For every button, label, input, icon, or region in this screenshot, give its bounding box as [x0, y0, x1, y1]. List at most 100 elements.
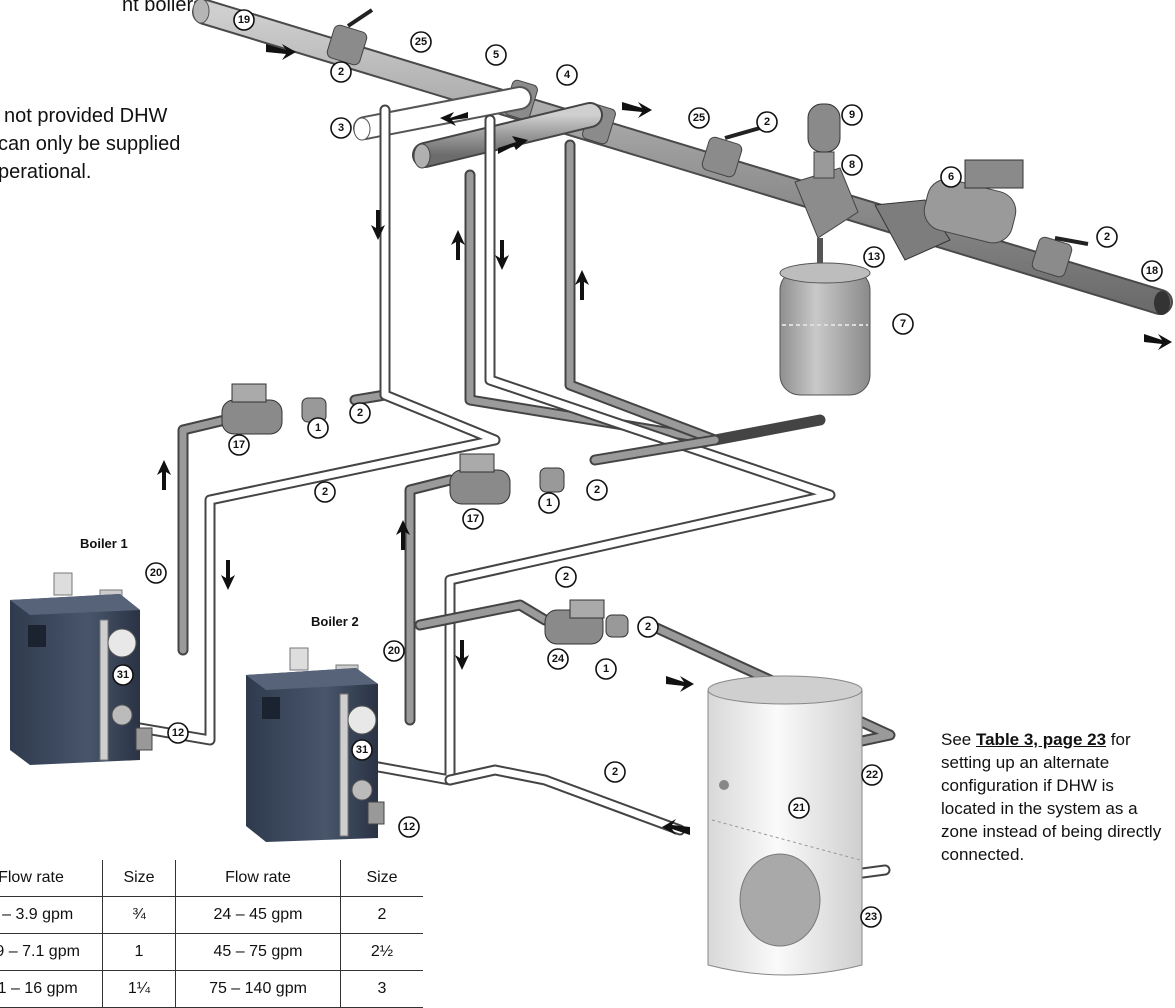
callout: 24 [547, 648, 569, 670]
svg-text:2: 2 [594, 484, 600, 496]
callout: 2 [1096, 226, 1118, 248]
svg-text:20: 20 [388, 645, 400, 657]
callout: 1 [538, 492, 560, 514]
callout: 31 [351, 739, 373, 761]
callout: 2 [604, 761, 626, 783]
table-3-link[interactable]: Table 3, page 23 [975, 730, 1107, 749]
callout: 13 [863, 246, 885, 268]
table-cell: 1¼ [102, 970, 176, 1008]
dhw-tank [707, 675, 863, 976]
intro-line-4: perational. [0, 161, 92, 183]
callout: 20 [145, 562, 167, 584]
svg-text:1: 1 [603, 663, 609, 675]
table-cell: ¾ [102, 896, 176, 934]
main-system-pipe [192, 0, 1173, 315]
svg-text:7: 7 [900, 318, 906, 330]
svg-text:8: 8 [849, 159, 855, 171]
callout: 25 [410, 31, 432, 53]
callout: 6 [940, 166, 962, 188]
callout: 5 [485, 44, 507, 66]
callout: 2 [637, 616, 659, 638]
callout: 12 [167, 722, 189, 744]
svg-text:13: 13 [868, 251, 880, 263]
svg-text:12: 12 [172, 727, 184, 739]
callout: 21 [788, 797, 810, 819]
svg-text:31: 31 [117, 669, 129, 681]
svg-text:12: 12 [403, 821, 415, 833]
svg-text:2: 2 [764, 116, 770, 128]
callout: 2 [314, 481, 336, 503]
table-cell: 2½ [340, 933, 423, 971]
svg-text:4: 4 [564, 69, 571, 81]
manifolds [353, 86, 603, 169]
svg-text:22: 22 [866, 769, 878, 781]
callouts: 19 25 2 5 4 3 25 2 9 8 6 2 18 13 7 17 1 … [112, 9, 1163, 928]
svg-text:24: 24 [552, 653, 565, 665]
callout: 19 [233, 9, 255, 31]
table-header: Size [340, 860, 423, 897]
svg-text:2: 2 [357, 407, 363, 419]
callout: 1 [307, 417, 329, 439]
table-cell: 1 – 3.9 gpm [0, 896, 103, 934]
svg-text:17: 17 [233, 439, 245, 451]
table-row: 7.1 – 16 gpm 1¼ 75 – 140 gpm 3 [0, 970, 423, 1008]
svg-text:2: 2 [1104, 231, 1110, 243]
boiler-1 [10, 572, 140, 765]
callout: 22 [861, 764, 883, 786]
callout: 31 [112, 664, 134, 686]
callout: 20 [383, 640, 405, 662]
boiler-2-label: Boiler 2 [311, 614, 359, 629]
table-row: 3.9 – 7.1 gpm 1 45 – 75 gpm 2½ [0, 933, 423, 971]
callout: 18 [1141, 260, 1163, 282]
table-cell: 45 – 75 gpm [175, 933, 341, 971]
piping-diagram: Boiler 1 Boiler 2 19 25 2 5 4 3 25 2 9 8… [10, 0, 1173, 976]
svg-text:2: 2 [338, 66, 344, 78]
table-cell: 1 [102, 933, 176, 971]
table-cell: 3.9 – 7.1 gpm [0, 933, 103, 971]
intro-line-1: nt boilers. [122, 0, 209, 16]
side-note: See Table 3, page 23 for setting up an a… [941, 728, 1173, 866]
callout: 2 [586, 479, 608, 501]
svg-text:25: 25 [415, 36, 427, 48]
side-note-suffix: for setting up an alternate configuratio… [941, 730, 1162, 864]
svg-text:18: 18 [1146, 265, 1158, 277]
table-row: 1 – 3.9 gpm ¾ 24 – 45 gpm 2 [0, 896, 423, 934]
callout: 8 [841, 154, 863, 176]
callout: 23 [860, 906, 882, 928]
table-cell: 24 – 45 gpm [175, 896, 341, 934]
callout: 25 [688, 107, 710, 129]
callout: 4 [556, 64, 578, 86]
table-cell: 75 – 140 gpm [175, 970, 341, 1008]
expansion-tank [779, 262, 871, 396]
table-cell: 3 [340, 970, 423, 1008]
circulators [221, 383, 629, 645]
table-header-row: Flow rate Size Flow rate Size [0, 860, 423, 897]
svg-text:2: 2 [612, 766, 618, 778]
boiler-near-piping [107, 628, 385, 825]
svg-text:31: 31 [356, 744, 368, 756]
callout: 7 [892, 313, 914, 335]
svg-text:25: 25 [693, 112, 705, 124]
boiler-1-label: Boiler 1 [80, 536, 128, 551]
svg-text:1: 1 [315, 422, 321, 434]
svg-text:21: 21 [793, 802, 805, 814]
svg-text:3: 3 [338, 122, 344, 134]
air-separator [794, 103, 859, 270]
callout: 12 [398, 816, 420, 838]
svg-text:2: 2 [645, 621, 651, 633]
flow-arrows [157, 44, 1172, 835]
table-header: Size [102, 860, 176, 897]
callout: 2 [555, 566, 577, 588]
callout: 2 [349, 402, 371, 424]
intro-line-3: can only be supplied [0, 133, 181, 155]
svg-text:5: 5 [493, 49, 499, 61]
svg-text:17: 17 [467, 513, 479, 525]
system-pump [874, 159, 1024, 261]
table-header: Flow rate [175, 860, 341, 897]
pipe-size-table: Flow rate Size Flow rate Size 1 – 3.9 gp… [0, 860, 423, 1008]
callout: 2 [330, 61, 352, 83]
svg-text:6: 6 [948, 171, 954, 183]
boiler-2 [246, 647, 378, 842]
side-note-prefix: See [941, 730, 976, 749]
svg-text:23: 23 [865, 911, 877, 923]
